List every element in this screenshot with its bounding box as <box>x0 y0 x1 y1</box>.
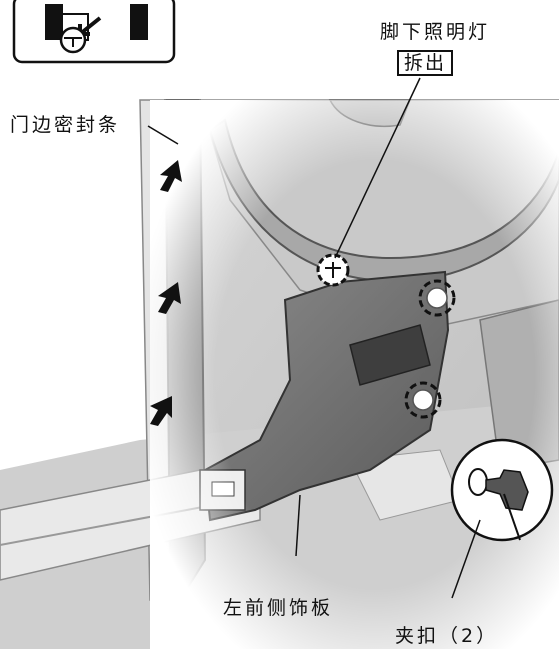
light-removal-detail-icon <box>12 0 176 64</box>
left-front-side-trim-label: 左前侧饰板 <box>223 597 334 619</box>
clip-location-circle <box>316 253 456 419</box>
clip-label: 夹扣（2） <box>395 625 499 647</box>
removal-action-label: 拆出 <box>397 50 454 76</box>
footwell-light-label: 脚下照明灯 <box>380 21 491 43</box>
door-seal-label: 门边密封条 <box>10 114 121 136</box>
push-arrow-icon <box>150 160 182 426</box>
leader-lines <box>147 77 481 599</box>
clip-detail-icon <box>450 438 554 542</box>
